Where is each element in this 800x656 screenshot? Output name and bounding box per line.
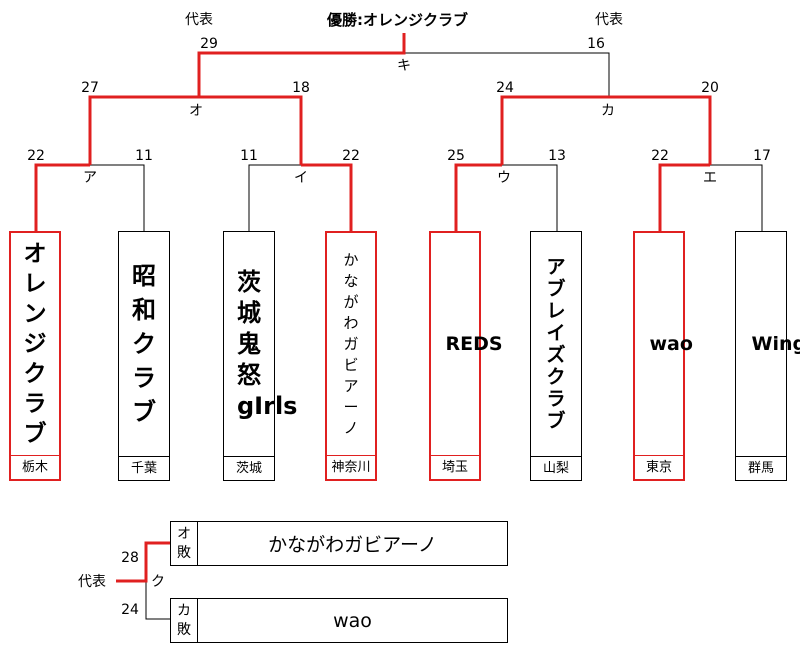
team-name: wao [649, 333, 693, 355]
team-name: REDS [445, 333, 503, 355]
round2-score: 18 [292, 80, 310, 96]
round1-score: 22 [342, 148, 360, 164]
consolation-score-top: 28 [121, 550, 139, 566]
team-prefecture: 栃木 [11, 455, 59, 479]
round1-score: 25 [447, 148, 465, 164]
team-box: wao 東京 [633, 231, 693, 481]
round1-label: エ [703, 170, 717, 186]
round2-label: カ [601, 103, 615, 119]
team-box: 昭和クラブ 千葉 [118, 231, 170, 481]
round2-score: 24 [496, 80, 514, 96]
team-box: アブレイズクラブ 山梨 [530, 231, 582, 481]
team-prefecture: 千葉 [119, 456, 169, 480]
final-score-left: 29 [200, 36, 218, 52]
round2-score: 20 [701, 80, 719, 96]
consolation-team-name: かながわガビアーノ [268, 534, 437, 556]
consolation-label: ク [151, 574, 165, 590]
team-name: Wings [751, 332, 800, 355]
consolation-representative: 代表 [78, 574, 106, 590]
consolation-seed: オ 敗 [171, 522, 198, 565]
team-name: アブレイズクラブ [546, 256, 566, 432]
round1-score: 22 [651, 148, 669, 164]
representative-left: 代表 [185, 12, 213, 28]
team-prefecture: 神奈川 [327, 455, 375, 479]
team-prefecture: 埼玉 [431, 455, 479, 479]
team-prefecture: 山梨 [531, 456, 581, 480]
team-name: 昭和クラブ [132, 262, 156, 426]
round2-score: 27 [81, 80, 99, 96]
consolation-team-box: オ 敗 かながわガビアーノ [170, 521, 508, 566]
team-name: かながわガビアーノ [343, 250, 359, 437]
team-name: 茨城鬼怒gIrls [237, 267, 298, 420]
consolation-score-bottom: 24 [121, 602, 139, 618]
round1-score: 22 [27, 148, 45, 164]
round1-label: ウ [497, 170, 511, 186]
round1-score: 17 [753, 148, 771, 164]
round1-label: ア [83, 170, 97, 186]
consolation-seed: カ 敗 [171, 599, 198, 642]
team-box: REDS 埼玉 [429, 231, 503, 481]
round2-label: オ [189, 103, 203, 119]
champion-title: 優勝:オレンジクラブ [327, 11, 468, 29]
team-prefecture: 茨城 [224, 456, 274, 480]
round1-score: 11 [240, 148, 258, 164]
final-label: キ [397, 58, 411, 74]
round1-label: イ [294, 170, 308, 186]
team-box: オレンジクラブ 栃木 [9, 231, 61, 481]
team-box: 茨城鬼怒gIrls 茨城 [223, 231, 298, 481]
round1-score: 11 [135, 148, 153, 164]
consolation-team-name: wao [333, 609, 372, 632]
round1-score: 13 [548, 148, 566, 164]
consolation-team-box: カ 敗 wao [170, 598, 508, 643]
team-prefecture: 東京 [635, 455, 683, 479]
team-box: Wings 群馬 [735, 231, 800, 481]
final-score-right: 16 [587, 36, 605, 52]
team-name: オレンジクラブ [23, 241, 47, 447]
representative-right: 代表 [595, 12, 623, 28]
team-prefecture: 群馬 [736, 456, 786, 480]
team-box: かながわガビアーノ 神奈川 [325, 231, 377, 481]
